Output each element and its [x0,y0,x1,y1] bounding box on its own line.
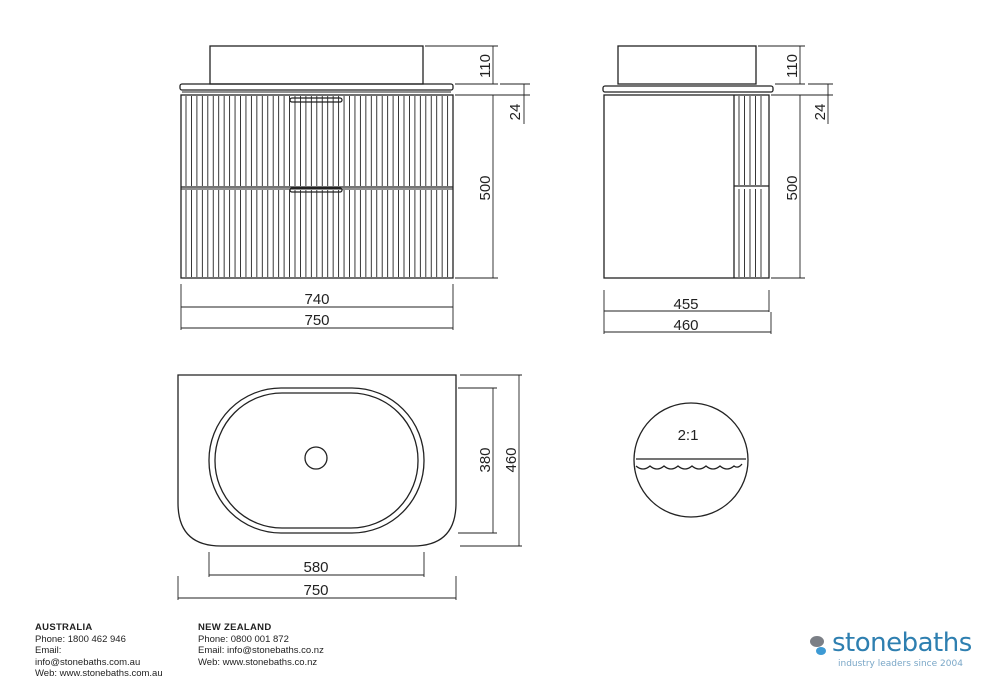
front-benchtop [179,83,454,91]
dim-plan-basin-depth: 380 [477,447,494,472]
basin-inner-rim [214,392,419,529]
dim-side-overall-depth: 460 [673,317,698,334]
web-australia[interactable]: Web: www.stonebaths.com.au [35,668,163,679]
stonebaths-logo: stonebaths industry leaders since 2004 [810,628,972,672]
brand-name: stonebaths [832,628,972,658]
detail-scale-label: 2:1 [678,427,699,444]
logo-pebble-icon [810,636,824,647]
dim-side-inner-depth: 455 [673,296,698,313]
detail-view: 2:1 [633,402,749,518]
detail-circle [633,402,749,518]
email-australia[interactable]: info@stonebaths.com.au [35,656,141,668]
dim-side-cabinet-height: 500 [784,175,801,200]
dim-side-basin-height: 110 [784,54,801,78]
phone-australia: Phone: 1800 462 946 [35,633,126,645]
side-basin [617,45,757,85]
logo-pebble-small-icon [816,647,826,655]
region-new-zealand: NEW ZEALAND [198,622,272,633]
basin-outer-rim [208,387,425,534]
dim-side-top-thickness: 24 [812,104,829,121]
front-basin [209,45,424,85]
side-benchtop [602,85,774,93]
side-elevation: 110 24 500 455 460 [602,45,833,334]
web-new-zealand[interactable]: Web: www.stonebaths.co.nz [198,656,318,668]
dim-front-basin-height: 110 [477,54,494,78]
bottom-drawer-handle [289,187,343,193]
phone-new-zealand: Phone: 0800 001 872 [198,633,289,645]
contact-new-zealand: NEW ZEALAND Phone: 0800 001 872 Email: i… [198,622,324,668]
region-australia: AUSTRALIA [35,622,93,633]
dim-front-overall-width: 750 [304,312,329,329]
dim-front-cabinet-height: 500 [477,175,494,200]
dim-plan-overall-depth: 460 [503,447,520,472]
plan-top-outline [177,374,457,547]
email-label-australia: Email: [35,645,62,656]
side-flutes [738,96,762,277]
front-elevation: 110 24 500 740 750 [179,45,530,330]
top-drawer-handle [289,97,343,103]
dim-front-inner-width: 740 [304,291,329,308]
plan-view: 380 460 580 750 [177,374,522,600]
dim-plan-overall-width: 750 [303,582,328,599]
front-flutes [185,96,449,277]
contact-australia: AUSTRALIA Phone: 1800 462 946 Email: inf… [35,622,163,680]
drain-hole [304,446,328,470]
email-new-zealand[interactable]: Email: info@stonebaths.co.nz [198,645,324,656]
dim-plan-basin-width: 580 [303,559,328,576]
brand-tagline: industry leaders since 2004 [838,659,963,669]
flute-profile [635,463,743,470]
dim-front-top-thickness: 24 [507,104,524,121]
